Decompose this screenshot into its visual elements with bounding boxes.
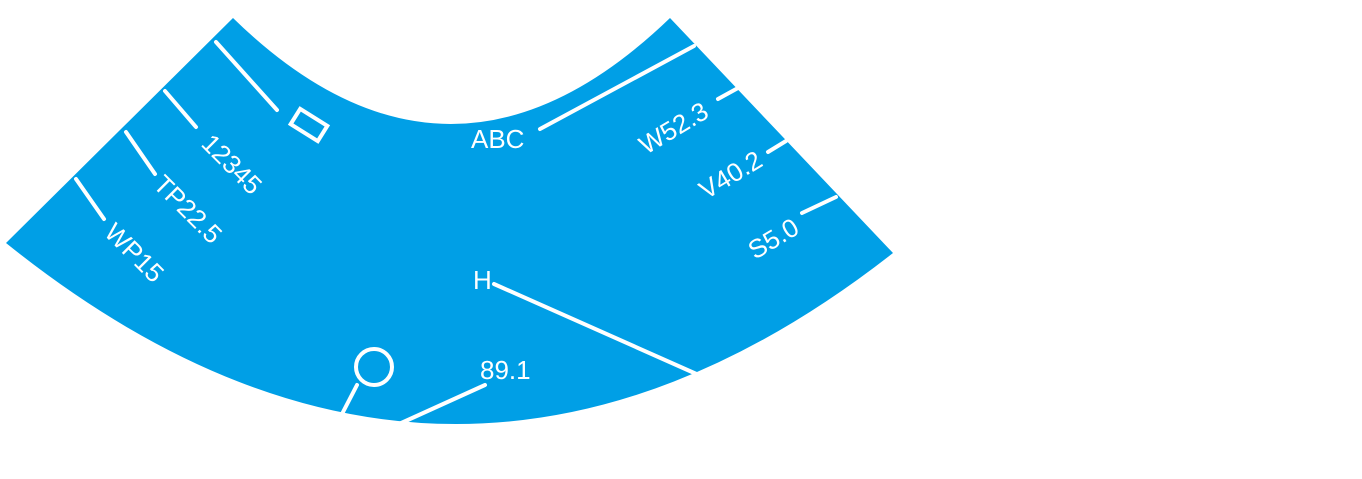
annular-sector [6, 18, 893, 425]
leader-v [766, 139, 788, 154]
leader-wp [74, 177, 106, 221]
leader-value [397, 383, 487, 426]
leader-h [492, 282, 712, 382]
leader-circle [340, 383, 359, 416]
label-h: H [473, 265, 492, 295]
leader-w [716, 86, 740, 101]
leader-12345 [163, 89, 198, 129]
leader-abc [538, 44, 696, 131]
rectangle-symbol [287, 106, 331, 144]
leader-tp [124, 130, 157, 176]
leader-s [800, 195, 838, 215]
label-abc: ABC [471, 124, 524, 154]
label-value: 89.1 [480, 355, 531, 385]
leader-rectangle [214, 40, 279, 112]
circle-symbol [354, 347, 394, 387]
